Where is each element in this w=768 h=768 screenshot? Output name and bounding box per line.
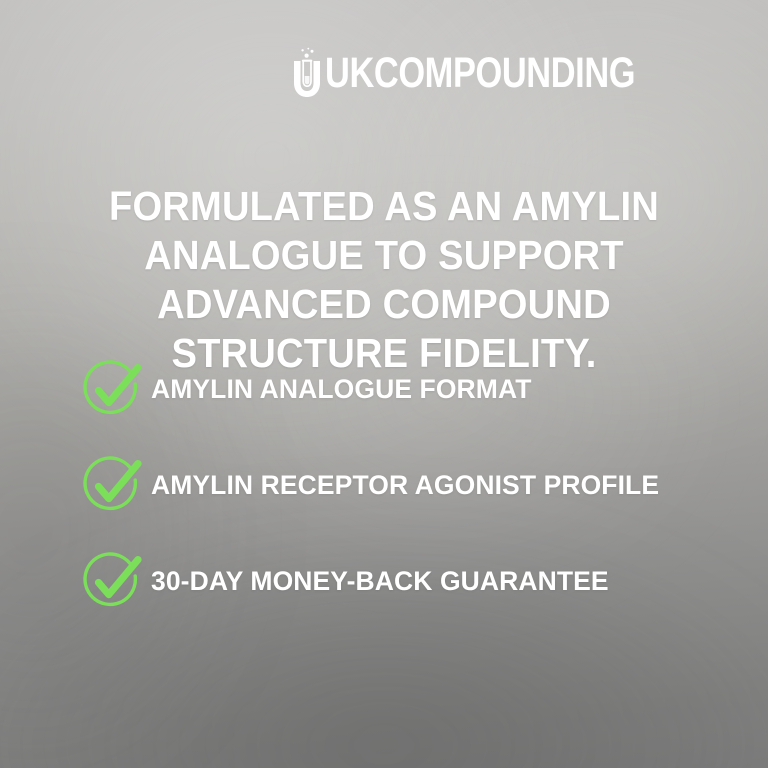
list-item-label: AMYLIN RECEPTOR AGONIST PROFILE: [151, 470, 660, 501]
list-item: AMYLIN RECEPTOR AGONIST PROFILE: [82, 448, 728, 524]
green-circle-check-icon: [83, 360, 142, 415]
brand-wordmark: UKCOMPOUNDING: [325, 49, 636, 97]
list-item: AMYLIN ANALOGUE FORMAT: [82, 352, 728, 428]
headline: FORMULATED AS AN AMYLIN ANALOGUE TO SUPP…: [108, 183, 660, 376]
list-item: 30-DAY MONEY-BACK GUARANTEE: [82, 544, 728, 620]
background-highlight-top-right: [322, 0, 768, 461]
green-circle-check-icon: [83, 456, 142, 511]
list-item-label: 30-DAY MONEY-BACK GUARANTEE: [151, 566, 609, 597]
brand-logo: UKCOMPOUNDING: [288, 47, 713, 99]
test-tube-with-bubbles-icon: [294, 47, 321, 97]
background-highlight-center: [138, 199, 738, 600]
list-item-label: AMYLIN ANALOGUE FORMAT: [151, 374, 532, 405]
feature-list: AMYLIN ANALOGUE FORMAT AMYLIN RECEPTOR A…: [82, 352, 728, 620]
green-circle-check-icon: [83, 552, 142, 607]
background-shadow-left: [0, 261, 262, 768]
background-shadow-bottom: [0, 506, 768, 768]
